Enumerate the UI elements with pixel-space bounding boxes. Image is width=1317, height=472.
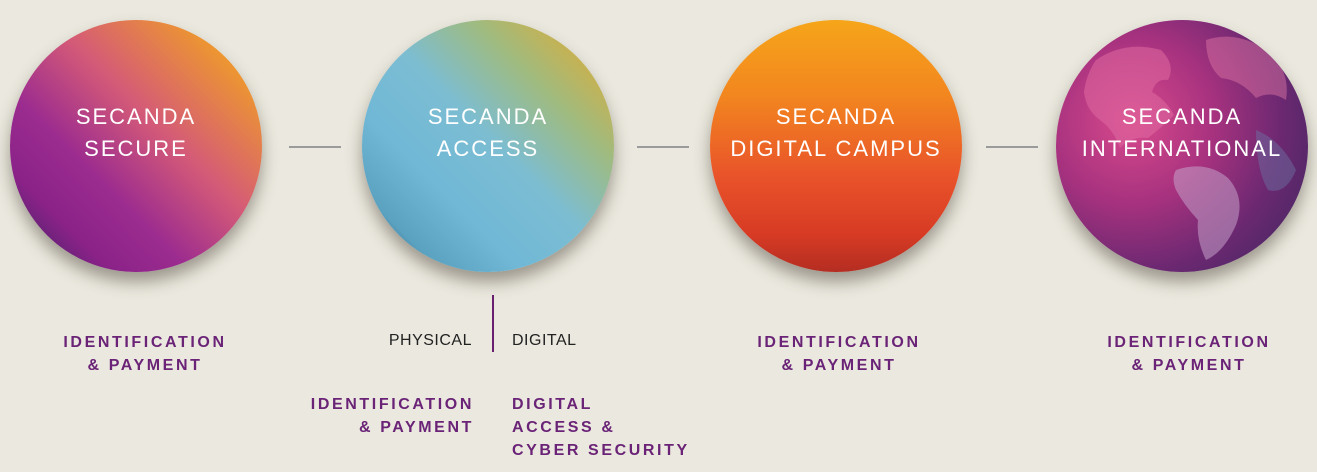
circle-title: SECANDA SECURE: [10, 20, 262, 272]
label-line2: ACCESS &: [512, 419, 616, 436]
digital-label: DIGITAL ACCESS & CYBER SECURITY: [512, 393, 742, 462]
connector-line: [289, 146, 341, 148]
circle-title-line1: SECANDA: [1121, 104, 1243, 129]
physical-label: IDENTIFICATION & PAYMENT: [230, 393, 474, 439]
circle-title-line2: DIGITAL CAMPUS: [730, 136, 942, 161]
circle-title-line1: SECANDA: [427, 104, 549, 129]
circle-title-line2: SECURE: [84, 136, 188, 161]
circle-title-line2: INTERNATIONAL: [1081, 136, 1283, 161]
secanda-access-circle: SECANDA ACCESS: [362, 20, 614, 272]
circle-title: SECANDA INTERNATIONAL: [1056, 20, 1308, 272]
physical-heading: PHYSICAL: [388, 332, 472, 349]
label-line1: IDENTIFICATION: [310, 396, 474, 413]
international-label: IDENTIFICATION & PAYMENT: [1078, 331, 1300, 377]
label-line1: IDENTIFICATION: [63, 334, 227, 351]
secure-label: IDENTIFICATION & PAYMENT: [34, 331, 256, 377]
label-line2: & PAYMENT: [359, 419, 474, 436]
label-line2: & PAYMENT: [781, 357, 897, 374]
circle-title-line2: ACCESS: [436, 136, 540, 161]
circle-title: SECANDA ACCESS: [362, 20, 614, 272]
access-divider: [492, 295, 494, 352]
campus-label: IDENTIFICATION & PAYMENT: [728, 331, 950, 377]
label-line3: CYBER SECURITY: [512, 442, 690, 459]
label-line2: & PAYMENT: [87, 357, 203, 374]
label-line1: DIGITAL: [512, 396, 594, 413]
circle-title-line1: SECANDA: [775, 104, 897, 129]
connector-line: [986, 146, 1038, 148]
connector-line: [637, 146, 689, 148]
label-line1: IDENTIFICATION: [757, 334, 921, 351]
label-line2: & PAYMENT: [1131, 357, 1247, 374]
digital-heading: DIGITAL: [512, 332, 577, 349]
secanda-secure-circle: SECANDA SECURE: [10, 20, 262, 272]
secanda-international-circle: SECANDA INTERNATIONAL: [1056, 20, 1308, 272]
globe-continents-icon: [1084, 36, 1296, 260]
secanda-digital-campus-circle: SECANDA DIGITAL CAMPUS: [710, 20, 962, 272]
circle-title-line1: SECANDA: [75, 104, 197, 129]
circle-title: SECANDA DIGITAL CAMPUS: [710, 20, 962, 272]
label-line1: IDENTIFICATION: [1107, 334, 1271, 351]
